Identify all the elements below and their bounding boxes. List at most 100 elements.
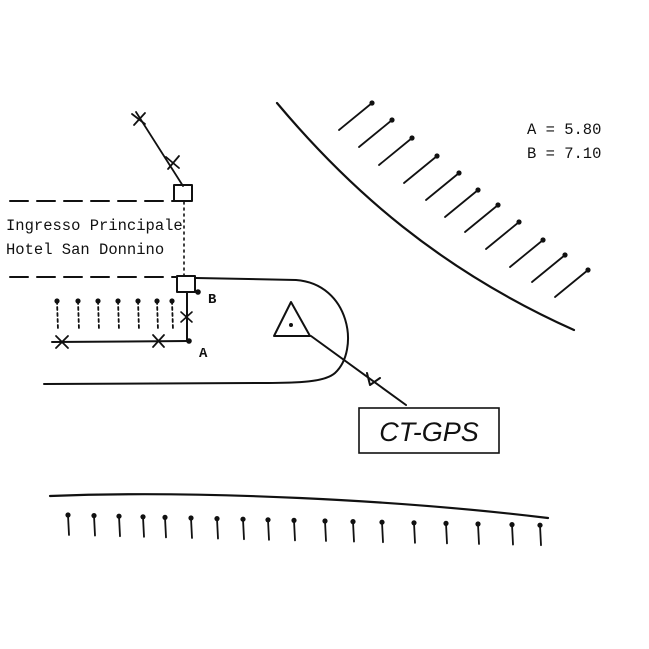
bottom-stall-tick-dot [322,518,328,524]
upper-right-stall-tick-dot [369,100,375,106]
point-b-label: B [208,292,217,308]
bottom-stall-tick [293,519,296,542]
upper-right-stall-tick-dot [540,237,546,243]
gps-station-center-dot [289,323,293,327]
bottom-stall-tick [118,515,121,538]
upper-right-stall-tick [338,102,373,131]
upper-right-stall-tick [425,172,460,201]
baseline-cross-right [152,334,165,348]
baseline-a [51,340,190,343]
point-b-dot [195,289,201,295]
bottom-stall-tick-dot [214,516,220,522]
upper-right-stall-tick [554,269,589,298]
small-stall-tick [137,300,140,331]
small-stall-tick [117,300,120,331]
bottom-stall-tick [539,524,542,547]
bottom-stall-tick-dot [240,516,246,522]
small-stall-tick [56,300,59,331]
bottom-stall-tick [242,518,245,541]
legend-a-value: A = 5.80 [527,121,601,139]
small-stall-marks [54,298,175,331]
approach-cross-2 [165,155,180,170]
upper-right-stall-tick-dot [456,170,462,176]
vertical-cross [180,311,193,323]
upper-right-stall-tick-dot [562,252,568,258]
bottom-stall-tick [477,523,480,545]
small-stall-tick [171,300,174,331]
marker-square-upper [173,184,193,202]
small-stall-tick-dot [154,298,160,304]
bottom-stall-tick [142,515,145,538]
bottom-stall-tick-dot [188,515,194,521]
upper-right-stall-tick-dot [475,187,481,193]
bottom-stall-tick [216,517,219,540]
bottom-stall-tick [413,521,416,544]
upper-right-stall-tick [464,204,499,233]
bottom-stall-tick [324,520,327,542]
bottom-stall-tick-dot [265,517,271,523]
small-stall-tick-dot [135,298,141,304]
small-stall-tick [156,300,159,331]
upper-right-stall-tick-dot [434,153,440,159]
small-stall-tick-dot [75,298,81,304]
small-stall-tick-dot [169,298,175,304]
small-stall-tick [97,300,100,331]
bottom-stall-tick [67,514,70,536]
bottom-stall-tick-dot [411,520,417,526]
legend-b-value: B = 7.10 [527,145,601,163]
bottom-stall-tick [164,516,167,539]
baseline-cross-left [55,335,69,349]
upper-right-stall-tick [378,137,413,166]
bottom-stall-tick-dot [443,520,449,527]
bottom-stall-tick [93,514,96,537]
bottom-stall-tick-dot [509,522,515,528]
bottom-stall-tick-dot [116,513,122,519]
approach-line [135,111,184,187]
upper-right-stall-tick [358,119,393,148]
bottom-stall-tick-dot [91,513,97,519]
upper-right-stall-tick [509,239,544,268]
bottom-stall-tick-dot [350,519,356,525]
label-leader-arrowhead [366,372,381,386]
small-stall-tick-dot [54,298,60,304]
small-stall-tick-dot [115,298,121,304]
entrance-text-line2: Hotel San Donnino [6,241,164,259]
bottom-stall-tick [445,522,448,545]
bottom-stall-tick [352,520,355,543]
bottom-stall-tick [190,517,193,539]
upper-right-stall-tick-dot [495,202,501,208]
upper-right-stall-marks [338,100,591,298]
bottom-stall-tick [267,518,270,541]
bottom-stall-tick-dot [379,519,385,525]
upper-right-stall-tick-dot [409,135,415,141]
bottom-stall-tick-dot [65,512,71,518]
approach-cross-1 [131,112,146,126]
bottom-stall-tick [511,523,514,546]
bottom-stall-tick-dot [291,517,297,524]
upper-right-stall-tick-dot [585,267,591,273]
upper-right-stall-tick [485,221,520,250]
upper-right-curb [275,101,576,332]
bottom-stall-tick-dot [475,521,481,527]
marker-square-lower [176,275,196,293]
upper-right-stall-tick-dot [389,117,395,123]
upper-right-stall-tick [444,189,479,218]
bottom-stall-marks [65,512,543,547]
upper-right-stall-tick [531,254,566,283]
gps-station-triangle [273,301,311,337]
upper-right-stall-tick [403,155,438,184]
bottom-curb [48,493,550,520]
small-stall-tick-dot [95,298,101,304]
bottom-stall-tick-dot [537,522,543,528]
label-leader-line [310,335,407,406]
traffic-island [43,277,349,385]
upper-right-stall-tick-dot [516,219,522,225]
point-a-label: A [199,346,208,362]
bottom-stall-tick [381,521,384,544]
gps-label-text: CT-GPS [379,417,479,447]
small-stall-tick [77,300,80,331]
gps-label-box [358,407,500,454]
bottom-stall-tick-dot [140,514,146,520]
point-a-dot [186,338,192,344]
